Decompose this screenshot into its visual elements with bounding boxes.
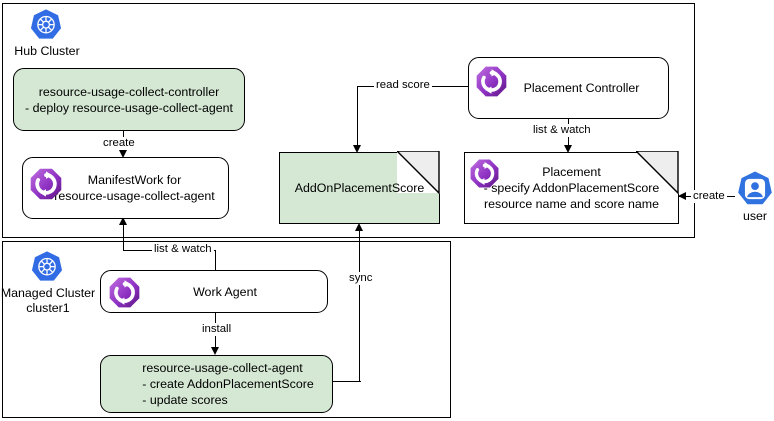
doc-body — [464, 152, 679, 224]
edge-user-create-label: create — [691, 190, 727, 203]
edge-user-create-arrowhead — [678, 192, 686, 200]
node-manifestwork[interactable]: ManifestWork for resource-usage-collect-… — [22, 157, 229, 219]
node-line-1: ManifestWork for — [87, 173, 182, 187]
managed-cluster-container — [2, 241, 451, 418]
node-placement-controller-label: Placement Controller — [523, 81, 640, 95]
node-line-1: resource-usage-collect-controller — [38, 84, 220, 99]
node-placement-controller[interactable]: Placement Controller — [468, 57, 669, 119]
sync-hexagon-icon — [29, 167, 63, 201]
node-work-agent[interactable]: Work Agent — [100, 270, 328, 313]
node-resource-usage-collect-agent[interactable]: resource-usage-collect-agent - create Ad… — [100, 355, 333, 413]
node-line-3: resource name and score name — [484, 197, 659, 211]
node-line-2: - create AddonPlacementScore — [142, 377, 314, 391]
node-resource-usage-collect-controller[interactable]: resource-usage-collect-controller - depl… — [13, 68, 245, 131]
node-placement-text: Placement - specify AddonPlacementScore … — [464, 164, 679, 212]
kubernetes-icon — [29, 8, 63, 42]
edge-read-score-line-v — [357, 86, 359, 150]
sync-hexagon-icon — [108, 276, 141, 309]
sync-hexagon-icon — [475, 65, 508, 98]
doc-fold-corner-icon — [636, 151, 680, 195]
node-manifestwork-text: ManifestWork for resource-usage-collect-… — [36, 172, 214, 204]
hub-cluster-container — [2, 3, 695, 238]
kubernetes-icon — [30, 250, 64, 284]
hub-cluster-label: Hub Cluster — [14, 44, 80, 58]
node-line-1: resource-usage-collect-agent — [142, 361, 303, 375]
node-addon-placement-score-label: AddOnPlacementScore — [294, 181, 425, 195]
node-line-3: - update scores — [142, 393, 228, 407]
edge-create-label: create — [101, 137, 137, 150]
edge-install-label: install — [200, 323, 234, 336]
edge-create-arrowhead — [119, 150, 127, 158]
edge-list-watch-manifestwork-line-v2 — [123, 224, 125, 251]
sync-hexagon-icon — [469, 158, 500, 189]
node-line-2: - specify AddonPlacementScore — [483, 181, 660, 195]
edge-list-watch-manifestwork-label: list & watch — [152, 243, 214, 256]
doc-fold-corner-icon — [397, 151, 441, 195]
user-icon[interactable] — [736, 170, 774, 208]
edge-read-score-arrowhead — [353, 145, 361, 153]
node-line-2: - deploy resource-usage-collect-agent — [25, 100, 233, 115]
edge-sync-arrowhead — [355, 223, 363, 231]
node-addon-placement-score[interactable]: AddOnPlacementScore — [279, 151, 441, 224]
node-resource-usage-collect-agent-text: resource-usage-collect-agent - create Ad… — [116, 360, 316, 408]
edge-sync-line-v — [359, 230, 361, 382]
user-label: user — [742, 209, 768, 223]
node-line-1: Placement — [542, 165, 601, 179]
edge-sync-label: sync — [347, 272, 375, 285]
edge-install-arrowhead — [211, 347, 219, 355]
node-placement[interactable]: Placement - specify AddonPlacementScore … — [464, 151, 680, 224]
node-line-2: resource-usage-collect-agent — [54, 189, 215, 203]
managed-cluster-label: Managed Cluster cluster1 — [0, 286, 96, 315]
edge-list-watch-manifestwork-arrowhead — [119, 217, 127, 225]
edge-sync-line-h — [333, 381, 361, 383]
edge-list-watch-placement-arrowhead — [564, 145, 572, 153]
node-work-agent-label: Work Agent — [193, 284, 257, 299]
edge-read-score-label: read score — [374, 79, 432, 92]
edge-list-watch-placement-label: list & watch — [531, 124, 593, 137]
edge-list-watch-manifestwork-line-v1 — [215, 250, 217, 271]
node-resource-usage-collect-controller-text: resource-usage-collect-controller - depl… — [25, 84, 233, 116]
